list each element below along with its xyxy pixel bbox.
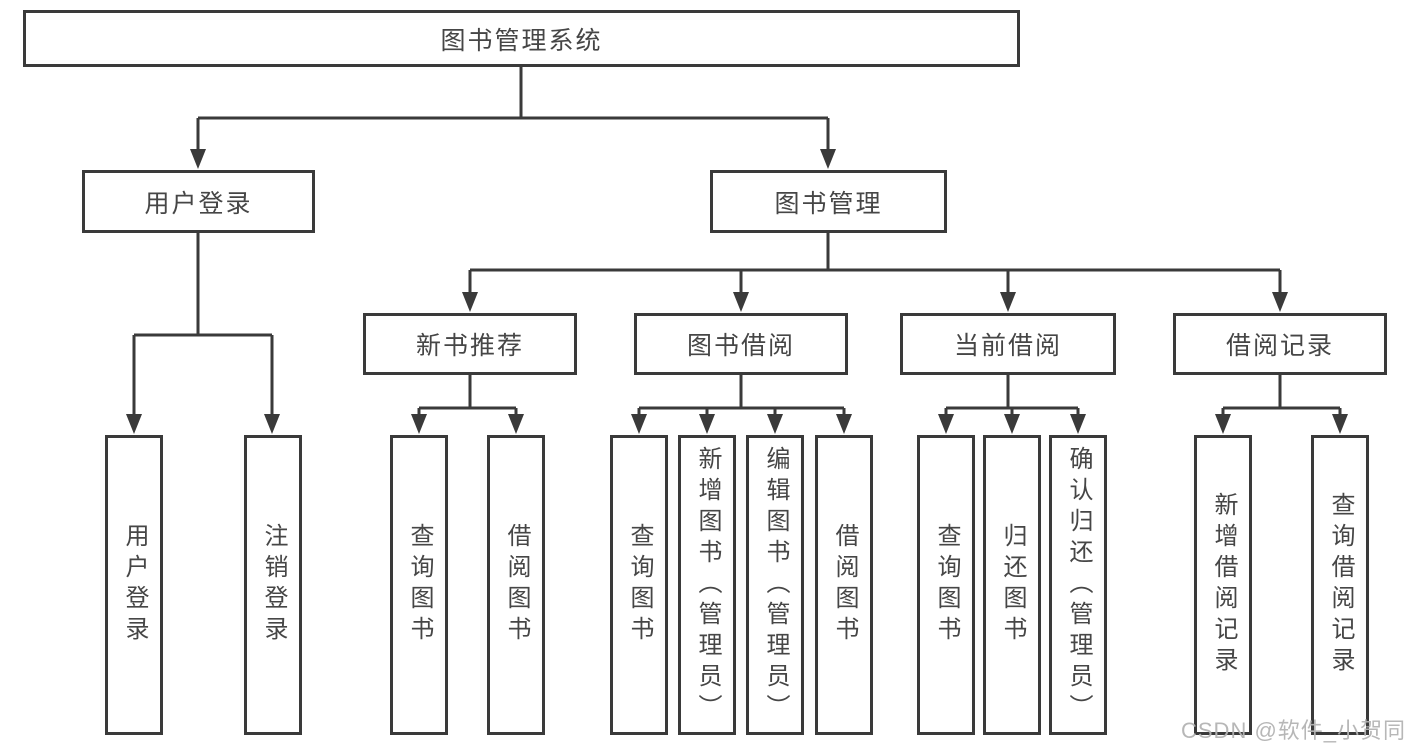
leaf-edit-book-admin: 编辑图书（管理员） (746, 435, 804, 735)
node-current-borrowing: 当前借阅 (900, 313, 1116, 375)
leaf-confirm-return-admin: 确认归还（管理员） (1049, 435, 1107, 735)
leaf-borrow-books-recommend: 借阅图书 (487, 435, 545, 735)
leaf-return-books: 归还图书 (983, 435, 1041, 735)
leaf-add-borrow-record: 新增借阅记录 (1194, 435, 1252, 735)
leaf-user-login: 用户登录 (105, 435, 163, 735)
arrowheads (126, 149, 1348, 434)
leaf-add-book-admin: 新增图书（管理员） (678, 435, 736, 735)
node-book-borrowing: 图书借阅 (634, 313, 848, 375)
node-new-book-recommend: 新书推荐 (363, 313, 577, 375)
node-user-login: 用户登录 (82, 170, 315, 233)
leaf-query-books-current: 查询图书 (917, 435, 975, 735)
leaf-logout-login: 注销登录 (244, 435, 302, 735)
leaf-query-books-borrowing: 查询图书 (610, 435, 668, 735)
node-book-management: 图书管理 (710, 170, 947, 233)
leaf-query-books-recommend: 查询图书 (390, 435, 448, 735)
watermark: CSDN @软件_小贺同学 (1181, 718, 1405, 743)
node-library-system: 图书管理系统 (23, 10, 1020, 67)
leaf-borrow-books-borrowing: 借阅图书 (815, 435, 873, 735)
leaf-query-borrow-record: 查询借阅记录 (1311, 435, 1369, 735)
node-borrow-records: 借阅记录 (1173, 313, 1387, 375)
